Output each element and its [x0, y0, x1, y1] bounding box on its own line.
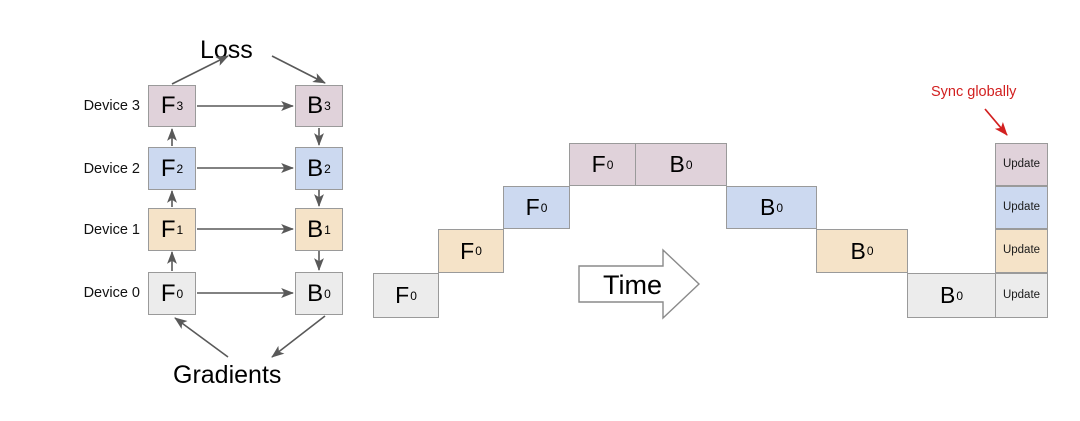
device-label-1: Device 1 [83, 222, 140, 238]
time-arrow-label: Time [603, 270, 662, 300]
node-b0-index: 0 [324, 286, 331, 301]
gradients-label: Gradients [173, 361, 282, 389]
update-block-device0[interactable]: Update [995, 273, 1048, 318]
timeline-backward-device1-letter: B [850, 237, 866, 264]
timeline-forward-device2-index: 0 [540, 200, 548, 215]
node-f3-index: 3 [176, 99, 184, 113]
timeline-backward-device3-index: 0 [685, 157, 693, 172]
node-b3-letter: B [307, 92, 324, 119]
node-b1-letter: B [307, 215, 324, 243]
timeline-forward-device3-index: 0 [606, 157, 614, 172]
timeline-backward-device0-index: 0 [956, 288, 964, 303]
timeline-forward-device2-letter: F [525, 194, 540, 220]
update-block-device2[interactable]: Update [995, 186, 1048, 229]
node-f0-letter: F [160, 279, 176, 307]
node-b0-letter: B [307, 279, 324, 307]
timeline-forward-device1-letter: F [460, 237, 475, 264]
node-f2-index: 2 [176, 161, 184, 176]
dependency-arrows [167, 55, 326, 358]
timeline-forward-device1-index: 0 [475, 244, 482, 258]
sync-globally-label: Sync globally [931, 84, 1017, 100]
device-label-3: Device 3 [83, 98, 140, 114]
node-f0-index: 0 [176, 286, 184, 301]
timeline-backward-device2-index: 0 [776, 200, 784, 215]
node-b1-index: 1 [324, 222, 331, 237]
device-label-2: Device 2 [83, 161, 140, 177]
node-f1-index: 1 [176, 222, 184, 237]
timeline-forward-device0-letter: F [395, 282, 410, 308]
node-f1-letter: F [160, 215, 176, 243]
node-b2-index: 2 [324, 161, 331, 176]
node-b2-letter: B [307, 154, 324, 182]
timeline-backward-device1-index: 0 [866, 244, 874, 258]
node-f3-letter: F [160, 92, 176, 119]
device-label-0: Device 0 [83, 285, 140, 301]
time-arrow [578, 248, 701, 320]
timeline-forward-device0-index: 0 [410, 288, 417, 303]
update-block-device3[interactable]: Update [995, 143, 1048, 186]
timeline-forward-device3-letter: F [591, 151, 606, 177]
timeline-backward-device3-letter: B [669, 151, 685, 177]
timeline-backward-device0-letter: B [939, 282, 956, 308]
node-f2-letter: F [160, 154, 176, 182]
timeline-backward-device2-letter: B [759, 194, 776, 220]
sync-globally-arrow [984, 108, 1008, 136]
node-b3-index: 3 [324, 99, 331, 113]
update-block-device1[interactable]: Update [995, 229, 1048, 273]
left-dependency-diagram: Loss Gradients Device 3 Device 2 Device … [0, 0, 370, 421]
